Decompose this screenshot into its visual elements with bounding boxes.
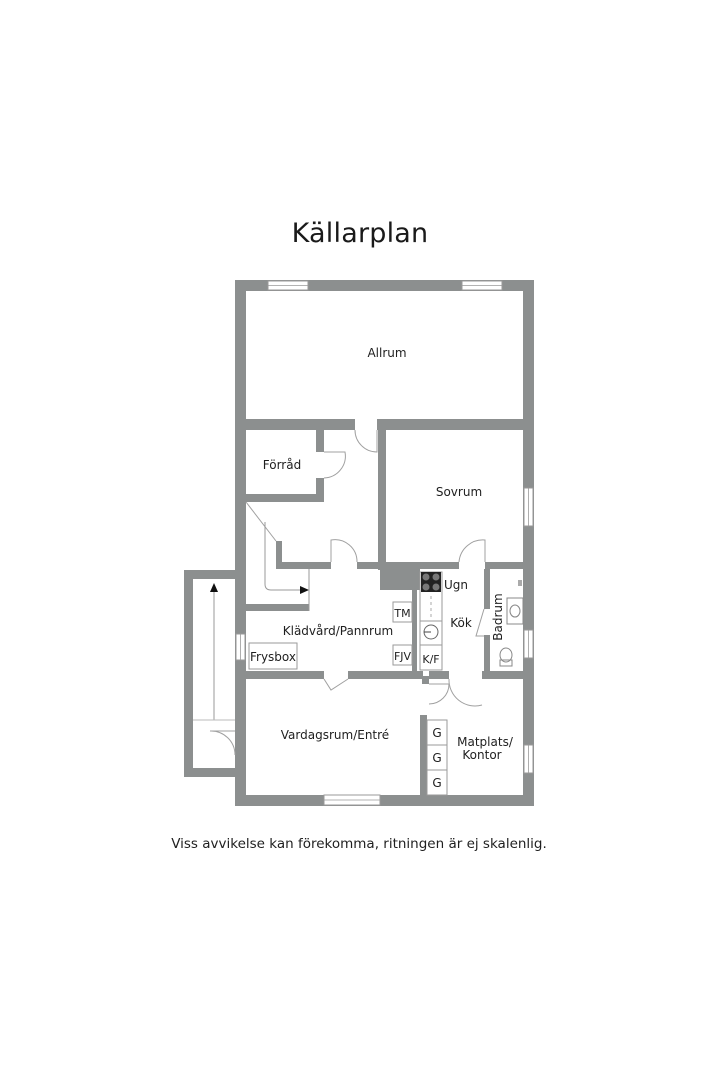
room-label-kladvard-pannrum: Klädvård/Pannrum <box>283 624 394 638</box>
washbasin-icon <box>506 597 524 625</box>
room-label-badrum: Badrum <box>491 593 505 640</box>
room-label-forrad: Förråd <box>263 458 301 472</box>
bathroom-fixtures <box>499 580 524 667</box>
label-g-1: G <box>432 726 441 740</box>
room-label-sovrum: Sovrum <box>436 485 482 499</box>
label-ugn: Ugn <box>444 578 468 592</box>
label-fjv: FJV <box>394 650 412 663</box>
label-g-2: G <box>432 751 441 765</box>
room-label-matplats: Matplats/ <box>457 735 514 749</box>
stair-arrow-outside <box>193 583 235 721</box>
window-lines <box>240 285 529 801</box>
room-label-allrum: Allrum <box>367 346 406 360</box>
room-label-vardagsrum-entre: Vardagsrum/Entré <box>281 728 389 742</box>
label-frysbox: Frysbox <box>250 650 296 664</box>
stair-arrow-hall <box>264 522 310 611</box>
label-tm: TM <box>393 607 410 620</box>
page-title: Källarplan <box>291 218 429 249</box>
doors <box>209 429 486 756</box>
room-label-kok: Kök <box>450 616 472 630</box>
walls <box>184 280 534 806</box>
fixture-boxes <box>248 601 448 796</box>
kitchen-counter <box>419 571 443 671</box>
label-kf: K/F <box>422 653 439 666</box>
label-g-3: G <box>432 776 441 790</box>
room-label-kontor: Kontor <box>462 748 501 762</box>
toilet-icon <box>499 647 513 663</box>
disclaimer-text: Viss avvikelse kan förekomma, ritningen … <box>171 836 547 852</box>
